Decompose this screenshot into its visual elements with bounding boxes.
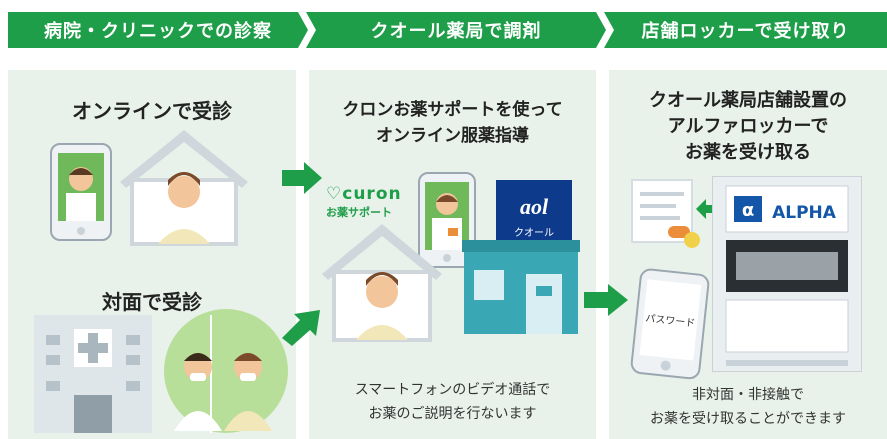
arrow-online-to-pharmacy	[282, 162, 322, 194]
phone-password-illustration: パスワード	[630, 268, 710, 380]
curon-caption-line2: お薬のご説明を行ないます	[368, 406, 537, 422]
step1-header: 病院・クリニックでの診察	[8, 12, 308, 48]
heart-icon: ♡	[326, 184, 343, 204]
curon-caption-line1: スマートフォンのビデオ通話で	[354, 382, 551, 398]
alpha-caption-line2: お薬を受け取ることができます	[650, 411, 846, 427]
arrow-locker-to-medicine	[696, 199, 720, 219]
hospital-building-icon	[34, 315, 152, 433]
house-patient-illustration	[120, 130, 248, 246]
curon-support-title: クロンお薬サポートを使って オンライン服薬指導	[309, 97, 596, 149]
house-patient-pharmacy	[322, 224, 442, 342]
qol-logo: aol クオール	[496, 180, 572, 246]
doctor-patient-circle	[164, 309, 288, 433]
curon-logo: ♡curon お薬サポート	[326, 184, 416, 220]
curon-title-line1: クロンお薬サポートを使って	[342, 100, 563, 120]
curon-logo-subtext: お薬サポート	[326, 206, 392, 219]
alpha-locker-title: クオール薬局店舗設置の アルファロッカーで お薬を受け取る	[609, 88, 887, 166]
alpha-title-line1: クオール薬局店舗設置の	[649, 90, 847, 111]
online-consultation-title: オンラインで受診	[72, 99, 232, 123]
curon-title-line2: オンライン服薬指導	[376, 126, 529, 146]
step2-header: クオール薬局で調剤	[306, 12, 606, 48]
qol-logo-label: クオール	[514, 227, 554, 239]
alpha-title-line2: アルファロッカーで	[667, 116, 829, 137]
curon-logo-text: ♡curon	[326, 184, 402, 204]
phone-doctor-illustration	[50, 143, 112, 241]
medicine-document-icon	[631, 179, 700, 248]
inperson-consultation-title: 対面で受診	[102, 290, 202, 314]
alpha-caption: 非対面・非接触で お薬を受け取ることができます	[609, 383, 887, 431]
arrow-pharmacy-to-locker	[584, 284, 628, 316]
pharmacy-store-illustration	[462, 240, 580, 334]
alpha-locker-illustration: α ALPHA	[712, 176, 862, 372]
alpha-caption-line1: 非対面・非接触で	[692, 387, 804, 403]
arrow-inperson-to-pharmacy	[282, 310, 320, 346]
step3-header: 店舗ロッカーで受け取り	[604, 12, 887, 48]
svg-text:α: α	[742, 200, 754, 221]
alpha-logo-text: ALPHA	[772, 203, 837, 223]
curon-caption: スマートフォンのビデオ通話で お薬のご説明を行ないます	[309, 378, 596, 426]
svg-text:aol: aol	[520, 194, 549, 219]
phone-pharmacist-illustration	[418, 172, 476, 268]
password-label: パスワード	[645, 312, 696, 329]
alpha-title-line3: お薬を受け取る	[685, 142, 811, 163]
